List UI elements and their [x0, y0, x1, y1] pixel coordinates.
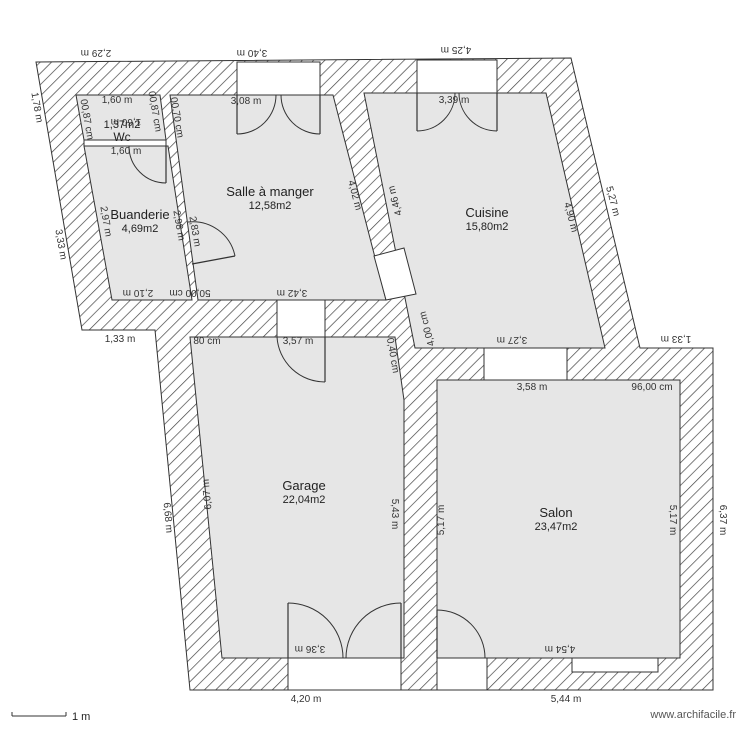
- window-cuisine-top: [416, 59, 498, 94]
- garage-floor: [189, 336, 405, 659]
- watermark: www.archifacile.fr: [649, 709, 736, 721]
- room-name-salle: Salle à manger: [226, 184, 314, 199]
- dim-outer-left-low: 6,68 m: [161, 502, 175, 533]
- dim-garage-left: 6,07 m: [201, 479, 215, 510]
- openings: [83, 59, 659, 691]
- room-area-garage: 22,04m2: [283, 494, 326, 506]
- dim-wc-bottom: 1,60 m: [111, 146, 142, 157]
- dim-wc-mid: 1,60 m: [111, 116, 142, 127]
- room-area-cuisine: 15,80m2: [466, 221, 509, 233]
- dim-left-top: 1,78 m: [28, 92, 44, 124]
- room-area-salle: 12,58m2: [249, 200, 292, 212]
- room-labels: Wc 1,37m2 Buanderie 4,69m2 Salle à mange…: [104, 119, 578, 533]
- scale-label: 1 m: [72, 711, 90, 723]
- dim-garage-right: 5,43 m: [389, 499, 400, 530]
- dimension-labels: 2,29 m 3,40 m 4,25 m 1,78 m 3,33 m 1,60 …: [28, 44, 728, 705]
- door-salon-bottom: [436, 657, 488, 691]
- dim-garage-top: 3,57 m: [283, 336, 314, 347]
- dim-cuisine-top: 3,39 m: [439, 95, 470, 106]
- dim-salon-bottom: 4,54 m: [545, 643, 576, 654]
- dim-bottom-right: 5,44 m: [551, 694, 582, 705]
- dim-salle-left: 2,83 m: [186, 216, 202, 248]
- room-name-buanderie: Buanderie: [110, 207, 169, 222]
- dim-cuisine-bottom: 3,27 m: [497, 334, 528, 345]
- window-salle-top: [236, 61, 321, 96]
- doorway-salle-garage: [276, 299, 326, 338]
- room-name-salon: Salon: [539, 505, 572, 520]
- dim-garage-bottom: 3,36 m: [295, 643, 326, 654]
- dim-right-step: 1,33 m: [661, 333, 692, 344]
- dim-buanderie-bottom-b: 50,00 cm: [169, 287, 210, 298]
- dim-salle-bottom: 3,42 m: [277, 287, 308, 298]
- dim-outer-right: 6,37 m: [717, 505, 728, 536]
- dim-salon-right: 5,17 m: [667, 505, 678, 536]
- dim-salon-top: 3,58 m: [517, 382, 548, 393]
- dim-left-mid: 3,33 m: [52, 229, 68, 261]
- room-area-buanderie: 4,69m2: [122, 223, 159, 235]
- dim-garage-top-left: 80 cm: [193, 336, 220, 347]
- window-salon-bottom: [571, 657, 659, 673]
- dim-buanderie-right: 2,98 m: [170, 210, 186, 242]
- room-area-wc: 1,37m2: [104, 119, 141, 131]
- dim-buanderie-bottom: 2,10 m: [123, 287, 154, 298]
- room-name-garage: Garage: [282, 478, 325, 493]
- scale-bar: 1 m: [11, 711, 90, 723]
- salon-floor: [436, 379, 681, 659]
- door-garage-bottom: [287, 657, 402, 691]
- doorway-salle-cuisine: [373, 247, 417, 301]
- wc-partition-gap: [83, 139, 167, 147]
- dim-buanderie-left: 2,97 m: [97, 206, 113, 238]
- dim-salon-corner: 96,00 cm: [631, 382, 672, 393]
- room-name-wc: Wc: [113, 130, 130, 144]
- dim-top-left: 2,29 m: [81, 47, 112, 58]
- dim-salon-left: 5,17 m: [436, 505, 447, 536]
- room-area-salon: 23,47m2: [535, 521, 578, 533]
- room-name-cuisine: Cuisine: [465, 205, 508, 220]
- dim-bottom-left: 4,20 m: [291, 694, 322, 705]
- doors: [128, 92, 498, 659]
- dim-salle-top: 3,08 m: [231, 96, 262, 107]
- dim-top-mid: 3,40 m: [237, 47, 268, 58]
- dim-top-right: 4,25 m: [441, 44, 472, 55]
- dim-wc-top: 1,60 m: [102, 95, 133, 106]
- dim-left-step: 1,33 m: [105, 334, 136, 345]
- doorway-salon-top: [483, 347, 568, 381]
